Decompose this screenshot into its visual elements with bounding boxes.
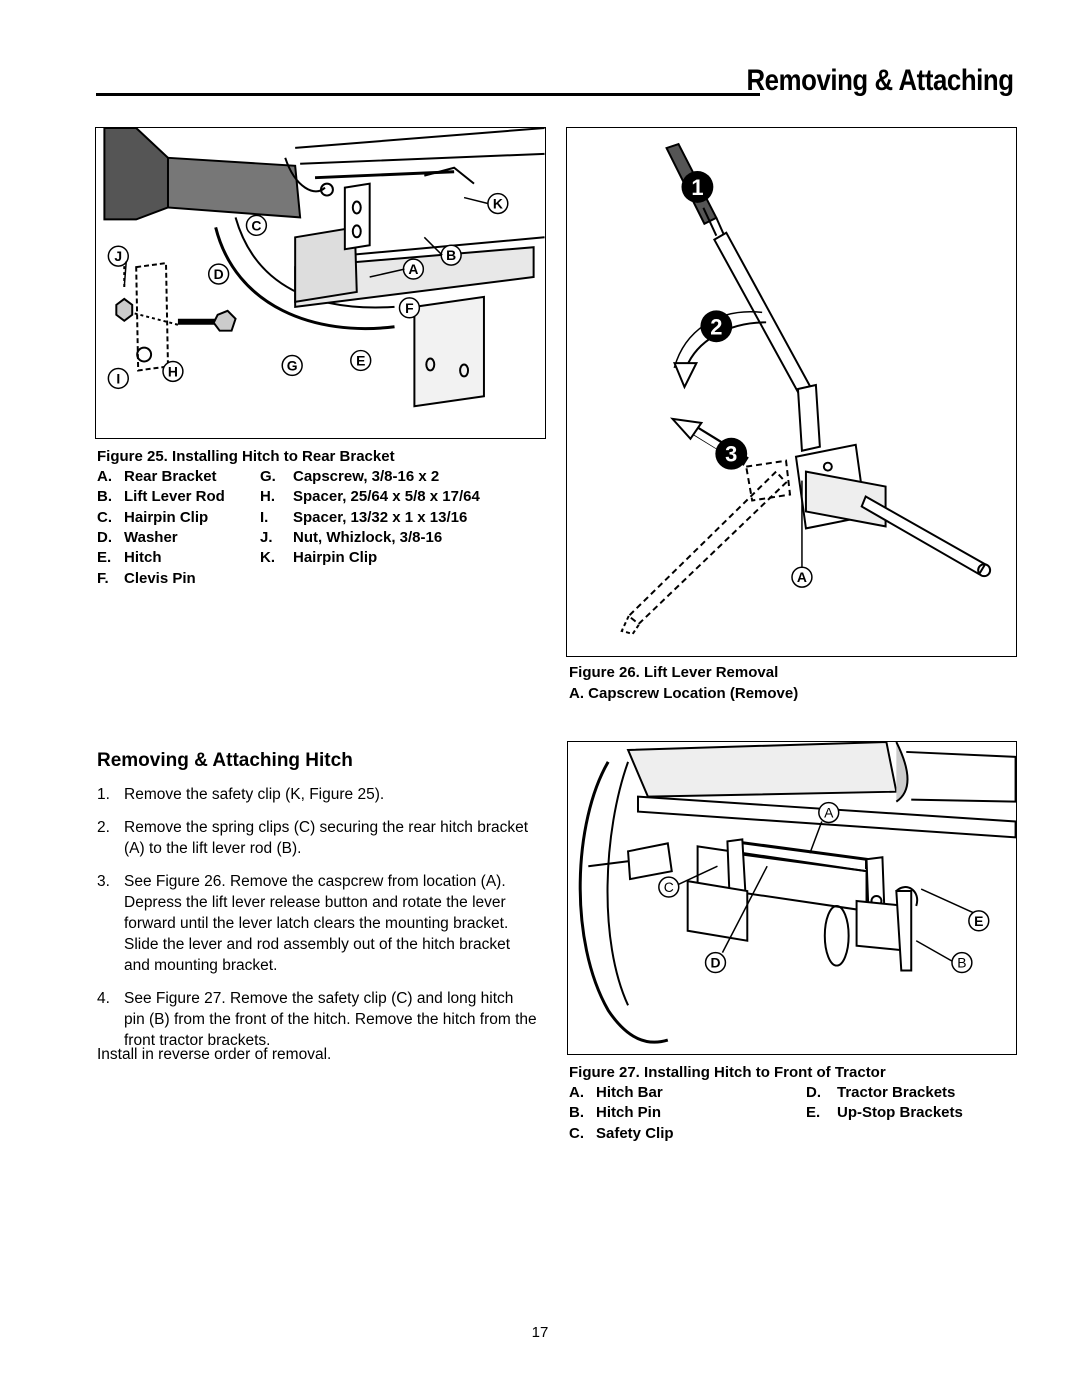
step-number: 2.	[97, 819, 110, 836]
figure-25-caption: Figure 25. Installing Hitch to Rear Brac…	[97, 448, 395, 465]
step-number: 3.	[97, 873, 110, 890]
legend-label: Spacer, 25/64 x 5/8 x 17/64	[293, 488, 480, 506]
legend-letter: I.	[260, 508, 269, 526]
figure-26-legend: A. Capscrew Location (Remove)	[569, 685, 799, 702]
legend-label: Hitch Pin	[596, 1104, 662, 1122]
figure-27-callout-b: B	[957, 955, 966, 971]
figure-27-illustration: A C E D B	[567, 741, 1017, 1055]
figure-27-callout-c: C	[664, 879, 674, 895]
legend-label: Clevis Pin	[124, 569, 196, 587]
step-text: Remove the spring clips (C) securing the…	[124, 819, 529, 857]
page-number: 17	[531, 1324, 549, 1341]
legend-letter: B.	[97, 488, 112, 506]
final-instruction: Install in reverse order of removal.	[97, 1046, 332, 1063]
step-3-marker: 3	[725, 442, 737, 467]
legend-letter: A.	[97, 468, 112, 485]
legend-label: Capscrew, 3/8-16 x 2	[293, 468, 440, 485]
step-text: See Figure 27. Remove the safety clip (C…	[124, 990, 537, 1049]
legend-letter: C.	[569, 1124, 584, 1142]
legend-letter: D.	[806, 1084, 821, 1101]
legend-label: Safety Clip	[596, 1124, 674, 1142]
callout-k: K	[493, 195, 503, 211]
legend-letter: A.	[569, 1084, 584, 1101]
callout-g: G	[287, 357, 298, 373]
step-item: 2. Remove the spring clips (C) securing …	[97, 817, 537, 859]
legend-letter: B.	[569, 1104, 584, 1122]
step-2-marker: 2	[710, 314, 722, 339]
figure-27-callout-d: D	[710, 955, 720, 971]
legend-label: Hitch	[124, 549, 162, 567]
callout-j: J	[114, 248, 122, 264]
instruction-steps: 1. Remove the safety clip (K, Figure 25)…	[97, 784, 537, 1063]
figure-25-drawing: K C J B D A F G E I H	[103, 128, 545, 408]
callout-d: D	[214, 266, 224, 282]
callout-b: B	[446, 247, 456, 263]
figure-25-illustration: K C J B D A F G E I H	[95, 127, 546, 439]
legend-letter: D.	[97, 528, 112, 546]
step-text: See Figure 26. Remove the caspcrew from …	[124, 873, 510, 974]
header-rule	[96, 93, 760, 96]
legend-letter: E.	[806, 1104, 821, 1122]
callout-c: C	[251, 217, 261, 233]
callout-e: E	[356, 352, 365, 368]
legend-letter: C.	[97, 508, 112, 526]
callout-i: I	[116, 370, 120, 386]
figure-26-drawing: 1 2 3 A	[620, 142, 992, 636]
page-header-title: Removing & Attaching	[746, 64, 1015, 97]
section-heading: Removing & Attaching Hitch	[97, 750, 353, 771]
figure-27-callout-e: E	[974, 913, 983, 929]
legend-letter: H.	[260, 488, 275, 506]
legend-letter: K.	[260, 549, 275, 567]
figure-27-callout-a: A	[824, 805, 834, 821]
step-number: 1.	[97, 786, 110, 803]
legend-letter: J.	[260, 528, 273, 546]
legend-label: Spacer, 13/32 x 1 x 13/16	[293, 508, 468, 526]
legend-label: Rear Bracket	[124, 468, 217, 485]
figure-26-callout-a: A	[797, 569, 807, 585]
legend-letter: F.	[97, 569, 109, 587]
callout-a: A	[408, 261, 418, 277]
figure-26-illustration: 1 2 3 A	[566, 127, 1017, 657]
legend-letter: G.	[260, 468, 276, 485]
step-item: 1. Remove the safety clip (K, Figure 25)…	[97, 784, 537, 805]
figure-27-drawing: A C E D B	[578, 742, 1016, 1044]
legend-label: Washer	[124, 528, 178, 546]
figure-27-caption: Figure 27. Installing Hitch to Front of …	[569, 1064, 886, 1081]
legend-label: Tractor Brackets	[837, 1084, 956, 1101]
step-1-marker: 1	[691, 175, 703, 200]
callout-f: F	[405, 300, 414, 316]
figure-26-caption: Figure 26. Lift Lever Removal	[569, 664, 779, 681]
legend-letter: E.	[97, 549, 112, 567]
step-number: 4.	[97, 990, 110, 1007]
legend-label: Hairpin Clip	[293, 549, 378, 567]
legend-label: Lift Lever Rod	[124, 488, 225, 506]
legend-label: Hitch Bar	[596, 1084, 663, 1101]
legend-label: Up-Stop Brackets	[837, 1104, 963, 1122]
legend-label: Hairpin Clip	[124, 508, 209, 526]
callout-h: H	[168, 363, 178, 379]
legend-label: Nut, Whizlock, 3/8-16	[293, 528, 443, 546]
step-item: 4. See Figure 27. Remove the safety clip…	[97, 988, 537, 1051]
step-item: 3. See Figure 26. Remove the caspcrew fr…	[97, 871, 537, 976]
step-text: Remove the safety clip (K, Figure 25).	[124, 786, 385, 803]
